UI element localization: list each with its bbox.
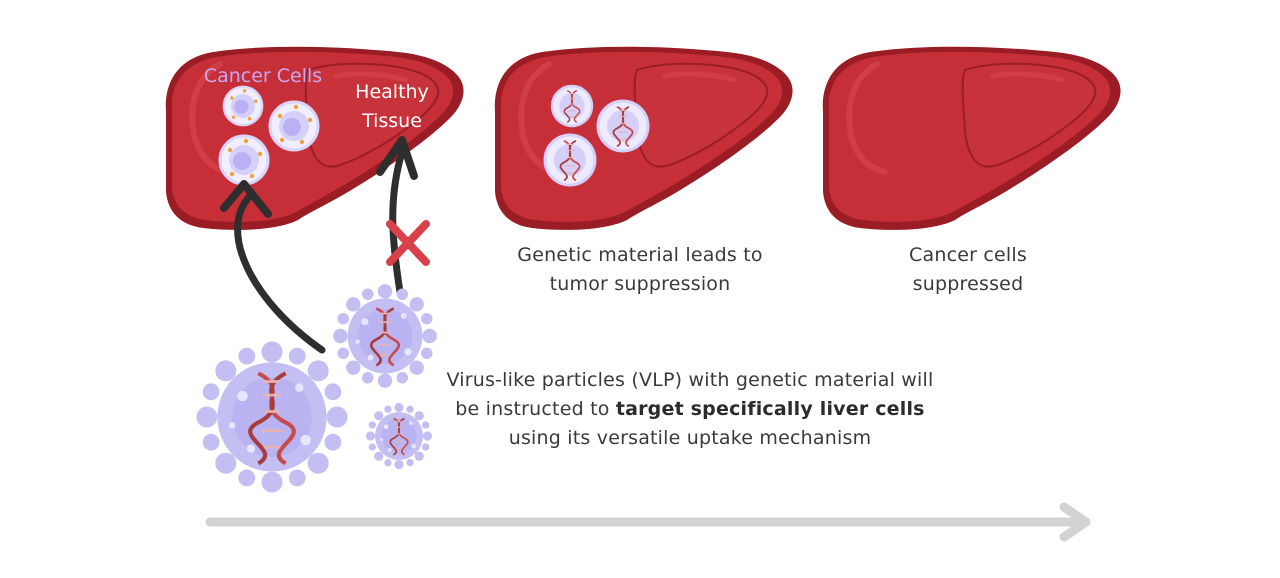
cancer-cell-icon	[268, 100, 320, 152]
dna-cell-icon	[598, 101, 648, 151]
vlp-description: Virus-like particles (VLP) with genetic …	[440, 366, 940, 453]
cancer-suppressed-caption: Cancer cells suppressed	[850, 241, 1086, 299]
cancer-cell-icon	[218, 134, 270, 186]
virus-particle-icon	[196, 341, 348, 493]
cancer-cells-label: Cancer Cells	[204, 65, 322, 87]
vlp-text-part-2: using its versatile uptake mechanism	[508, 427, 872, 449]
healthy-tissue-label-1: Healthy	[355, 81, 429, 103]
arrow-to-cancer-icon	[220, 180, 326, 354]
suppressed-caption-line-1: Cancer cells	[909, 244, 1027, 266]
liver-icon-3	[823, 47, 1121, 230]
virus-particle-icon	[365, 402, 433, 470]
genetic-material-caption: Genetic material leads to tumor suppress…	[480, 241, 800, 299]
dna-cell-icon	[552, 86, 592, 126]
arrow-to-healthy-icon	[376, 136, 418, 296]
timeline-arrow-icon	[205, 502, 1091, 542]
cancer-cell-icon	[222, 85, 264, 127]
suppressed-caption-line-2: suppressed	[912, 273, 1024, 295]
vlp-text-bold: target specifically liver cells	[615, 398, 925, 420]
genetic-caption-line-1: Genetic material leads to	[517, 244, 763, 266]
genetic-caption-line-2: tumor suppression	[549, 273, 731, 295]
vlp-text-part-1: Virus-like particles (VLP) with genetic …	[446, 369, 934, 420]
dna-cell-icon	[545, 135, 595, 185]
virus-particle-icon	[333, 284, 437, 388]
cross-icon	[386, 220, 430, 266]
healthy-tissue-label-2: Tissue	[361, 110, 422, 132]
